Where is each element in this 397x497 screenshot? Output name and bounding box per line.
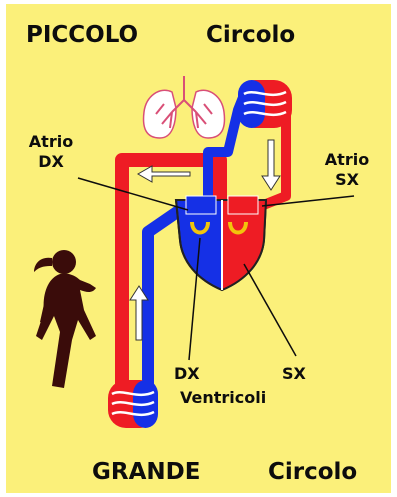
label-atrio-dx-line2: DX (26, 154, 76, 170)
capillary-bed-icon (238, 80, 292, 128)
title-top-right: Circolo (206, 24, 295, 47)
label-atrio-sx: Atrio SX (322, 152, 372, 188)
label-ventricle-sx: SX (282, 366, 306, 382)
label-atrio-dx-line1: Atrio (26, 134, 76, 150)
label-atrio-dx: Atrio DX (26, 134, 76, 170)
label-atrio-sx-line1: Atrio (322, 152, 372, 168)
label-ventricle-dx: DX (174, 366, 200, 382)
label-atrio-sx-line2: SX (322, 172, 372, 188)
title-top-left: PICCOLO (26, 24, 138, 47)
label-ventricoli: Ventricoli (180, 390, 266, 406)
title-bottom-left: GRANDE (92, 461, 200, 484)
capillary-bed-icon (108, 380, 158, 428)
title-bottom-right: Circolo (268, 461, 357, 484)
